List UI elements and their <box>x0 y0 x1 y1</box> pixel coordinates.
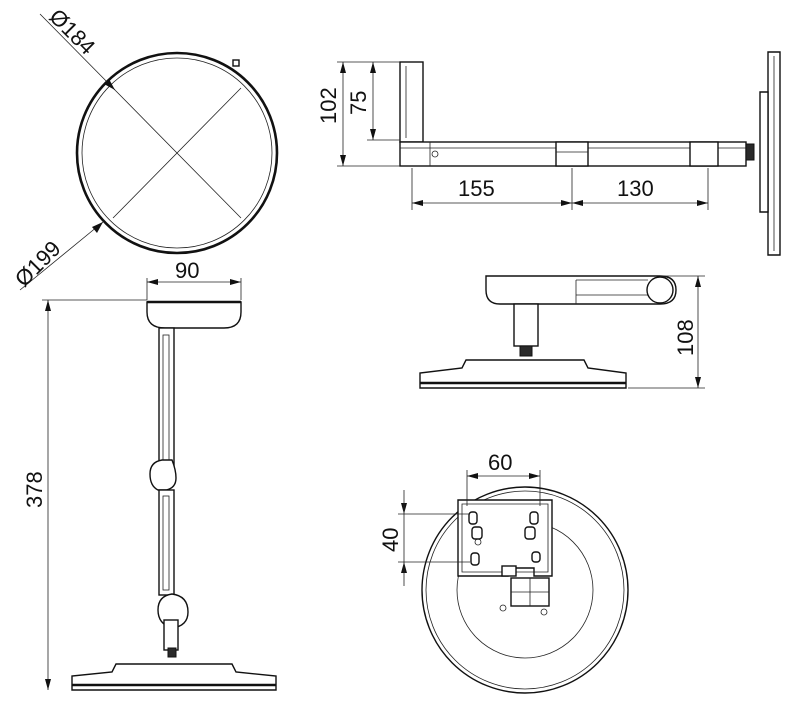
base-side-height-label: 108 <box>673 319 698 356</box>
arm-top-view <box>337 51 781 256</box>
bracket-width-label: 60 <box>488 450 512 475</box>
stand-side-view <box>42 278 277 691</box>
mirror-front-view <box>19 13 279 291</box>
total-height-label: 378 <box>22 471 47 508</box>
mirror-inner-diameter-label: Ø184 <box>44 4 100 60</box>
bracket-height-label: 40 <box>378 528 403 552</box>
base-bottom-view <box>398 470 629 694</box>
arm-height-outer-label: 102 <box>316 87 341 124</box>
mirror-outer-diameter-label: Ø199 <box>10 236 66 292</box>
arm-length-second-label: 130 <box>617 176 654 201</box>
arm-height-inner-label: 75 <box>346 91 371 115</box>
arm-length-first-label: 155 <box>458 176 495 201</box>
base-width-label: 90 <box>175 258 199 283</box>
base-side-view <box>419 275 705 389</box>
